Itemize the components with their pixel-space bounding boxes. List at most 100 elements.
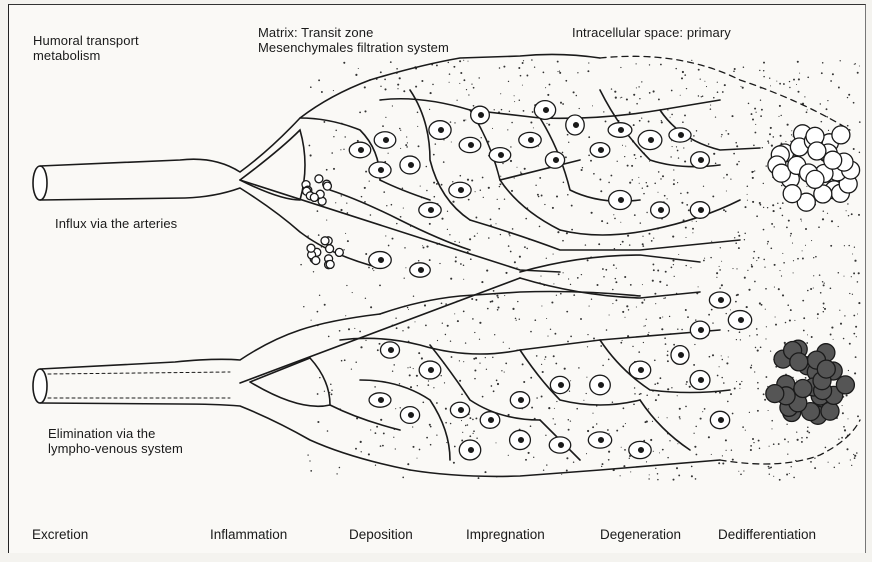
stipple-dot [473,358,475,360]
stipple-dot [360,346,362,348]
stipple-dot [642,245,644,247]
stipple-dot [768,410,769,411]
stipple-dot [624,156,625,157]
stipple-dot [590,160,592,162]
stipple-dot [677,443,678,444]
stipple-dot [671,387,672,388]
cell [691,152,710,169]
stipple-dot [739,383,741,385]
stipple-dot [588,136,590,138]
cell [728,311,751,330]
stipple-dot [613,264,615,266]
stipple-dot [674,276,675,277]
stipple-dot [667,354,669,356]
stipple-dot [473,105,475,107]
stipple-dot [623,465,625,467]
stipple-dot [361,451,362,452]
stipple-dot [380,419,382,421]
stipple-dot [455,256,457,258]
stipple-dot [858,302,860,304]
stipple-dot [495,223,496,224]
cluster-cell [832,126,850,144]
stipple-dot [608,451,610,453]
stipple-dot [492,357,493,358]
stipple-dot [728,330,730,332]
stipple-dot [741,381,742,382]
stipple-dot [556,195,558,197]
stipple-dot [856,336,857,337]
stipple-dot [345,315,346,316]
stipple-dot [416,375,418,377]
stipple-dot [720,247,721,248]
stipple-dot [432,84,434,86]
stipple-dot [343,249,344,250]
stipple-dot [470,258,472,260]
stipple-dot [654,359,656,361]
stipple-dot [561,474,562,475]
stipple-dot [736,268,737,269]
cell [638,130,662,149]
stipple-dot [636,63,637,64]
stipple-dot [771,223,773,225]
stipple-dot [402,330,403,331]
stipple-dot [778,288,780,290]
stipple-dot [727,401,729,403]
stipple-dot [788,220,790,222]
cluster-cell [824,151,842,169]
stipple-dot [643,193,645,195]
cluster-cell [821,402,839,420]
stipple-dot [807,334,808,335]
stipple-dot [526,248,528,250]
stipple-dot [828,130,829,131]
stipple-dot [751,365,752,366]
stipple-dot [754,170,755,171]
stipple-dot [596,423,597,424]
cluster-cell [315,175,323,183]
stipple-dot [614,91,616,93]
stipple-dot [436,402,438,404]
stipple-dot [657,192,658,193]
stage-degeneration: Degeneration [600,527,681,542]
stipple-dot [802,250,803,251]
stipple-dot [471,298,473,300]
stipple-dot [400,148,401,149]
stipple-dot [416,458,417,459]
stipple-dot [677,150,679,152]
stipple-dot [380,445,382,447]
stipple-dot [684,74,686,76]
stipple-dot [497,297,499,299]
stipple-dot [655,468,656,469]
stipple-dot [786,227,788,229]
stipple-dot [399,383,400,384]
stipple-dot [482,177,484,179]
stipple-dot [501,109,503,111]
stipple-dot [474,332,475,333]
stipple-dot [687,316,689,318]
stipple-dot [765,309,766,310]
stipple-dot [545,87,546,88]
stipple-dot [450,423,452,425]
stipple-dot [516,320,517,321]
stipple-dot [759,302,761,304]
stipple-dot [755,124,756,125]
stipple-dot [490,219,492,221]
stipple-dot [606,329,608,331]
stipple-dot [351,368,352,369]
stipple-dot [385,235,386,236]
stipple-dot [463,279,464,280]
stipple-dot [823,303,825,305]
stipple-dot [830,334,832,336]
stipple-dot [605,269,607,271]
stipple-dot [721,284,723,286]
stipple-dot [439,263,440,264]
stipple-dot [519,99,520,100]
stipple-dot [541,396,543,398]
stipple-dot [646,212,647,213]
stipple-dot [721,134,723,136]
stipple-dot [608,182,610,184]
stipple-dot [730,309,731,310]
cell [549,437,570,453]
stipple-dot [500,93,501,94]
cell [609,191,632,210]
stipple-dot [797,439,799,441]
